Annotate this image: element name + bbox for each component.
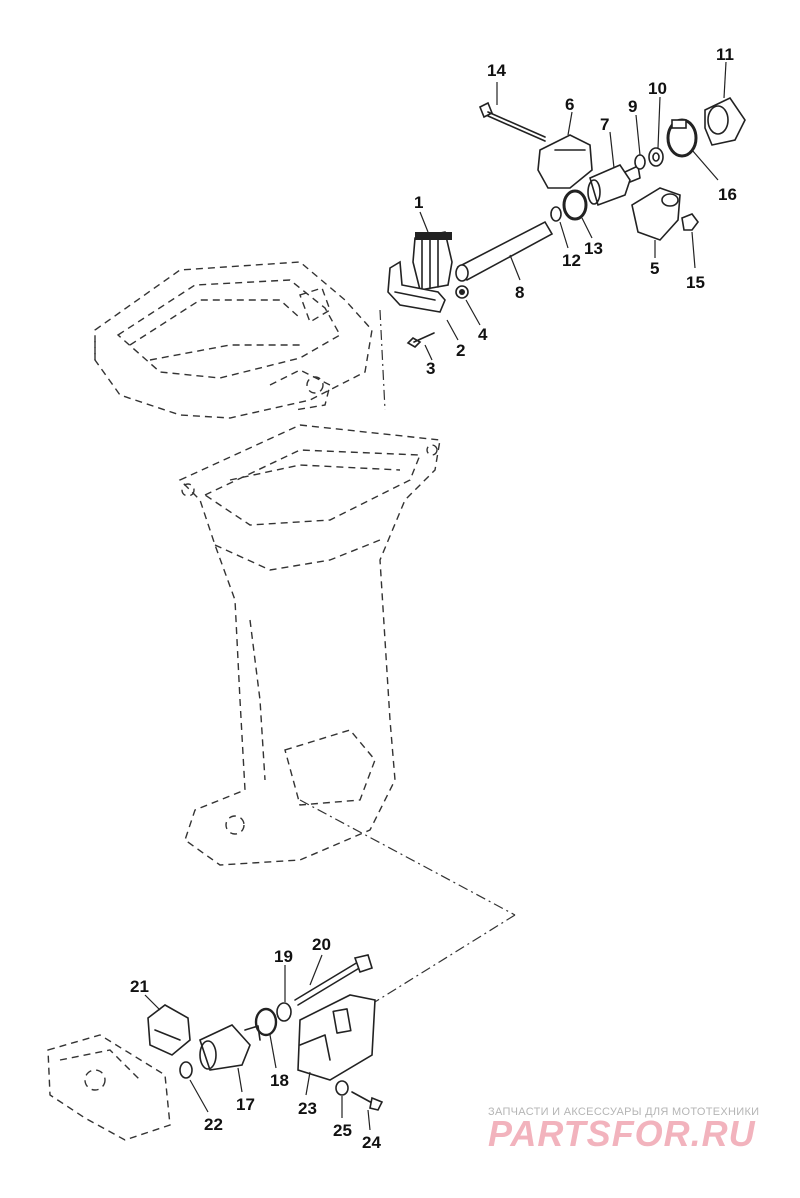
part-2-mount-bracket — [387, 260, 446, 313]
part-13-seal-ring — [562, 189, 588, 221]
part-labels: 1 2 3 4 5 6 7 8 9 10 11 12 13 14 15 16 1… — [130, 45, 737, 1152]
part-12-washer — [550, 206, 562, 222]
part-1-upper-mount — [412, 231, 453, 291]
label-19: 19 — [274, 947, 293, 966]
label-25: 25 — [333, 1121, 352, 1140]
label-20: 20 — [312, 935, 331, 954]
label-5: 5 — [650, 259, 659, 278]
part-4-nut — [455, 285, 469, 299]
watermark-logo: PARTSFOR.RU — [488, 1113, 756, 1154]
label-18: 18 — [270, 1071, 289, 1090]
upper-housing-phantom — [94, 261, 373, 419]
label-22: 22 — [204, 1115, 223, 1134]
label-13: 13 — [584, 239, 603, 258]
centerline-diagonal — [299, 799, 516, 916]
label-17: 17 — [236, 1095, 255, 1114]
part-20-long-bolt — [294, 954, 373, 1006]
part-24-bolt — [351, 1091, 384, 1111]
label-8: 8 — [515, 283, 524, 302]
label-11: 11 — [716, 45, 734, 64]
watermark-tagline: ЗАПЧАСТИ И АКСЕССУАРЫ ДЛЯ МОТОТЕХНИКИ — [488, 1106, 759, 1118]
part-6-clamp — [537, 134, 593, 189]
part-19-washer — [276, 1002, 292, 1022]
part-17-rubber-mount — [199, 1024, 261, 1071]
label-15: 15 — [686, 273, 705, 292]
part-25-washer — [335, 1080, 349, 1096]
part-5-clamp — [631, 187, 681, 241]
label-14: 14 — [487, 61, 506, 80]
label-4: 4 — [478, 325, 488, 344]
driveshaft-housing-phantom — [178, 424, 441, 866]
part-8-shaft — [455, 220, 554, 282]
part-7-rubber-mount — [587, 164, 641, 207]
label-24: 24 — [362, 1133, 381, 1152]
part-3-bolt — [406, 332, 435, 348]
label-2: 2 — [456, 341, 465, 360]
label-21: 21 — [130, 977, 149, 996]
centerline-lower — [369, 914, 516, 1006]
part-11-cap — [704, 96, 746, 146]
label-9: 9 — [628, 97, 637, 116]
part-10-bushing — [648, 147, 664, 167]
part-15-nut — [681, 213, 699, 231]
lower-bracket-phantom — [47, 1034, 171, 1141]
part-18-ring — [254, 1007, 278, 1037]
label-1: 1 — [414, 193, 423, 212]
label-23: 23 — [298, 1099, 317, 1118]
label-12: 12 — [562, 251, 581, 270]
part-21-bracket — [147, 1004, 191, 1056]
watermark: ЗАПЧАСТИ И АКСЕССУАРЫ ДЛЯ МОТОТЕХНИКИ PA… — [488, 1106, 759, 1154]
part-9-washer — [634, 154, 646, 170]
part-23-plate — [297, 994, 376, 1081]
part-22-washer — [179, 1061, 193, 1079]
label-7: 7 — [600, 115, 609, 134]
label-10: 10 — [648, 79, 667, 98]
label-3: 3 — [426, 359, 435, 378]
label-16: 16 — [718, 185, 737, 204]
label-6: 6 — [565, 95, 574, 114]
centerline-upper — [379, 309, 386, 411]
part-16-hose-clamp — [666, 118, 698, 158]
part-14-long-bolt — [478, 101, 546, 142]
